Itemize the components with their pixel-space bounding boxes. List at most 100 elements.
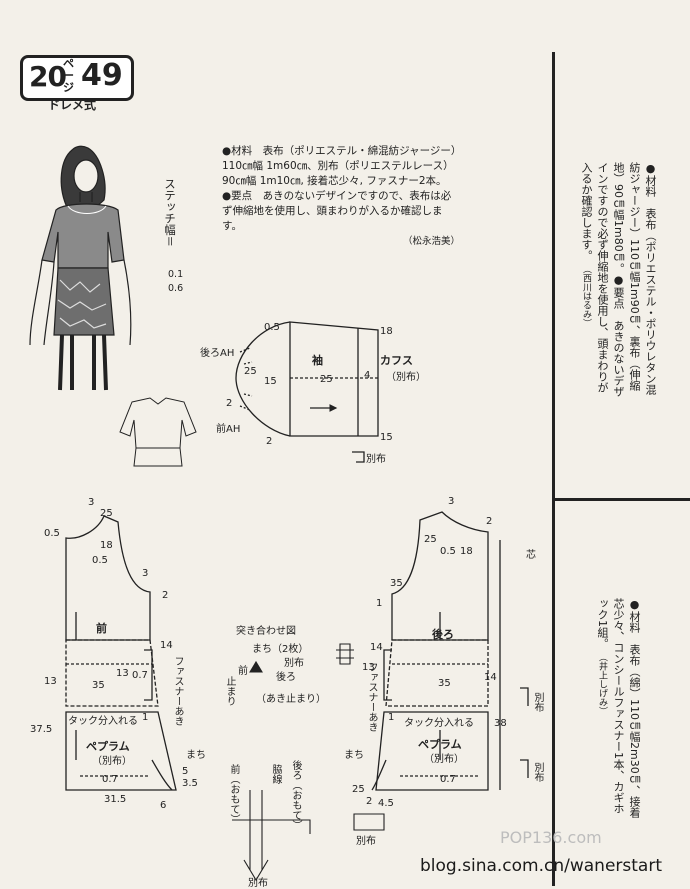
cuff-title: カフス	[380, 354, 413, 367]
front-peplum-sub: （別布）	[92, 756, 132, 767]
front-dim-14: 14	[160, 640, 173, 651]
blog-watermark: blog.sina.com.cn/wanerstart	[420, 856, 662, 876]
front-dim-315: 31.5	[104, 794, 127, 805]
back-peplum: ペプラム	[418, 738, 462, 751]
detail-back: 後ろ（おもて）	[290, 760, 301, 830]
front-dim-25: 25	[100, 508, 113, 519]
back-dim-25: 25	[424, 534, 437, 545]
front-peplum: ペプラム	[86, 740, 130, 753]
back-peplum-sub: （別布）	[424, 754, 464, 765]
back-dim-2: 2	[486, 516, 493, 527]
detail-side: 脇線	[270, 764, 281, 784]
back-dim-05: 0.5	[440, 546, 456, 557]
sleeve-dim-4: 4	[364, 370, 371, 381]
back-pattern	[371, 511, 529, 791]
sleeve-dim-25a: 25	[244, 366, 257, 377]
front-dim-07b: 0.7	[102, 774, 118, 785]
back-gusset: まち	[344, 750, 364, 761]
front-dim-2: 2	[162, 590, 169, 601]
detail-bias-2: 別布	[356, 836, 376, 847]
model-illustration	[29, 145, 132, 391]
match-diagram	[249, 643, 354, 673]
sleeve-dim-2: 2	[226, 398, 233, 409]
sleeve-pattern	[235, 321, 379, 463]
cuff-bias-label: 別布	[366, 454, 386, 465]
match-back: 後ろ	[276, 672, 296, 683]
cuff-dim-15: 15	[380, 432, 393, 443]
front-title: 前	[96, 622, 107, 635]
back-dim-1b: 1	[388, 712, 395, 723]
right-top-text: ●材料 表布（ポリエステル・ポリウレタン混紡ジャージー）110㎝幅1m90㎝、裏…	[580, 162, 657, 397]
front-dim-1: 1	[142, 712, 149, 723]
back-dim-35b: 35	[438, 678, 451, 689]
page-number-right: 49	[81, 58, 123, 93]
sleeve-dim-2b: 2	[266, 436, 273, 447]
front-dim-6: 6	[160, 800, 167, 811]
right-bottom-instructions: ●材料 表布（綿）110㎝幅2m30㎝、接着芯少々、コンシールファスナー1本、カ…	[594, 598, 642, 818]
pop-logo: POP136.com	[500, 828, 602, 847]
page-label: ページ	[63, 57, 74, 94]
stitch-values: 0.1 0.6	[168, 268, 183, 296]
stitch-value-2: 0.6	[168, 283, 184, 294]
cuff-dim-18: 18	[380, 326, 393, 337]
front-tuck: タック分入れる	[68, 716, 138, 727]
back-dim-2b: 2	[366, 796, 373, 807]
back-title: 後ろ	[432, 628, 454, 641]
right-bottom-credit: （井上しげみ）	[597, 652, 607, 716]
front-dim-35b: 3.5	[182, 778, 198, 789]
cuff-sub: （別布）	[386, 372, 426, 383]
sleeve-title: 袖	[312, 354, 323, 367]
front-dim-18: 18	[100, 540, 113, 551]
vertical-divider	[552, 52, 555, 886]
match-diagram-title: 突き合わせ図	[236, 626, 296, 637]
right-top-credit: （西川はるみ）	[581, 264, 591, 328]
front-dim-5: 5	[182, 766, 189, 777]
front-dim-375: 37.5	[30, 724, 53, 735]
back-dim-3: 3	[448, 496, 455, 507]
match-gusset: まち（2枚）	[252, 644, 309, 655]
back-dim-45: 4.5	[378, 798, 394, 809]
back-dim-14a: 14	[370, 642, 383, 653]
detail-front: 前（おもて）	[228, 764, 239, 824]
match-mark: （あき止まり）	[256, 694, 326, 705]
front-dim-05a: 0.5	[44, 528, 60, 539]
front-zipper: ファスナーあき	[172, 656, 183, 726]
back-dim-35: 35	[390, 578, 403, 589]
detail-bias: 別布	[248, 878, 268, 889]
badge-subtitle: ドレメ式	[48, 98, 97, 112]
page-badge: 20 ページ 49	[20, 55, 134, 101]
horizontal-divider	[552, 498, 690, 501]
back-dim-14b: 14	[484, 672, 497, 683]
back-interfacing: 芯	[526, 550, 536, 561]
back-tuck: タック分入れる	[404, 718, 474, 729]
back-zipper: ファスナーあき	[366, 662, 377, 732]
stitch-width-label: ステッチ幅＝	[163, 178, 177, 247]
front-dim-07a: 0.7	[132, 670, 148, 681]
sleeve-dim-25b: 25	[320, 374, 333, 385]
match-sub: 別布	[284, 658, 304, 669]
garment-sketch	[119, 397, 197, 467]
match-front: 前	[238, 666, 248, 677]
materials-text: ●材料 表布（ポリエステル・綿混紡ジャージー）110㎝幅 1m60㎝、別布（ポリ…	[222, 145, 457, 187]
sleeve-dim-05: 0.5	[264, 322, 280, 333]
back-dim-25b: 25	[352, 784, 365, 795]
bottom-detail	[232, 790, 385, 882]
back-dim-07: 0.7	[440, 774, 456, 785]
front-dim-3: 3	[88, 497, 95, 508]
front-pattern	[65, 515, 177, 791]
page-number-left: 20	[29, 60, 67, 93]
front-dim-13a: 13	[116, 668, 129, 679]
back-armhole: 後ろAH	[200, 348, 235, 359]
back-bias-2: 別布	[532, 762, 543, 782]
right-bottom-text: ●材料 表布（綿）110㎝幅2m30㎝、接着芯少々、コンシールファスナー1本、カ…	[596, 598, 641, 818]
front-gusset: まち	[186, 750, 206, 761]
front-armhole: 前AH	[216, 424, 241, 435]
match-stop: 止まり	[224, 676, 235, 706]
designer-credit: （松永浩美）	[402, 236, 460, 247]
front-dim-05b: 0.5	[92, 555, 108, 566]
sleeve-dim-15a: 15	[264, 376, 277, 387]
points-text: ●要点 あきのないデザインですので、表布は必ず伸縮地を使用し、頭まわりが入るか確…	[222, 190, 452, 232]
right-top-instructions: ●材料 表布（ポリエステル・ポリウレタン混紡ジャージー）110㎝幅1m90㎝、裏…	[578, 162, 658, 402]
back-bias-1: 別布	[532, 692, 543, 712]
